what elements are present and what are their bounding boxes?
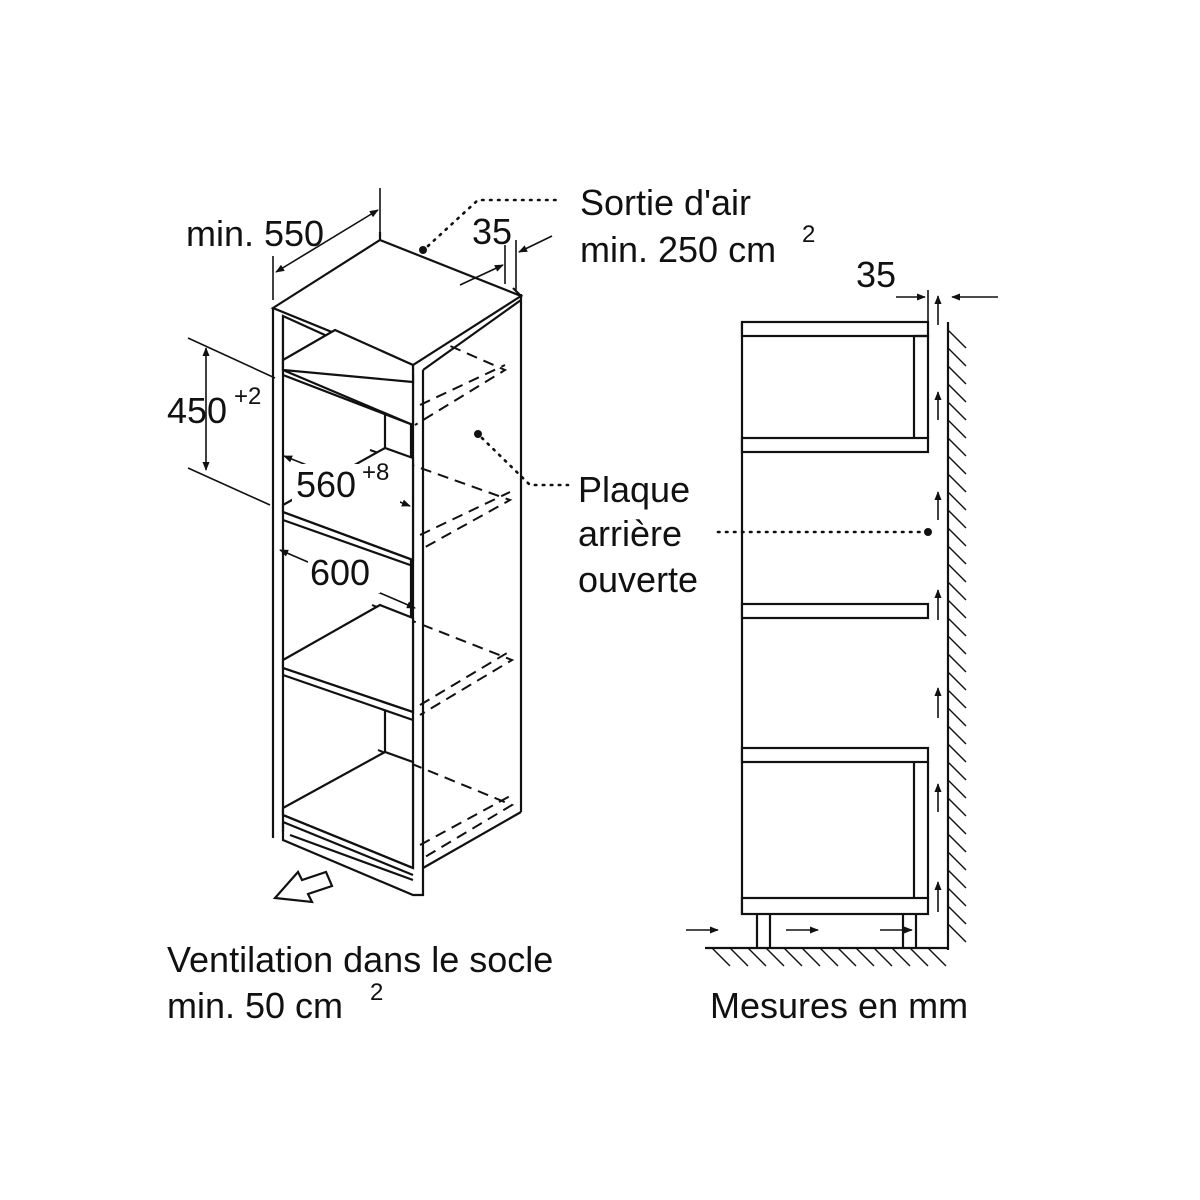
dim-35-side: 35 — [856, 254, 998, 322]
air-outlet-callout: Sortie d'air min. 250 cm 2 — [419, 182, 815, 270]
cabinet-side-view — [686, 295, 967, 967]
dim-600: 600 — [279, 549, 416, 609]
dim-450: 450 +2 — [167, 337, 276, 506]
label-600: 600 — [310, 552, 370, 593]
label-plinth-1: Ventilation dans le socle — [167, 939, 553, 980]
wall-hatching — [947, 329, 967, 943]
label-450: 450 — [167, 390, 227, 431]
label-air-outlet-2: min. 250 cm — [580, 229, 776, 270]
label-560-sup: +8 — [362, 459, 389, 486]
label-back-panel-2: arrière — [578, 513, 682, 554]
dim-min-550: min. 550 — [186, 188, 381, 300]
label-450-sup: +2 — [234, 383, 261, 410]
floor-hatching — [711, 947, 947, 967]
plinth-vent-arrow: Ventilation dans le socle min. 50 cm 2 — [167, 870, 553, 1026]
label-min-550: min. 550 — [186, 213, 324, 254]
label-plinth-2: min. 50 cm — [167, 985, 343, 1026]
back-panel-callout: Plaque arrière ouverte — [474, 430, 932, 600]
label-35-top: 35 — [472, 211, 512, 252]
label-35-side: 35 — [856, 254, 896, 295]
label-back-panel-3: ouverte — [578, 559, 698, 600]
dim-35-top: 35 — [459, 211, 553, 290]
label-back-panel-1: Plaque — [578, 469, 690, 510]
label-air-outlet-1: Sortie d'air — [580, 182, 751, 223]
dim-560: 560 +8 — [283, 455, 411, 507]
label-units: Mesures en mm — [710, 985, 968, 1026]
label-plinth-sup: 2 — [370, 979, 383, 1006]
label-air-outlet-sup: 2 — [802, 221, 815, 248]
label-560: 560 — [296, 464, 356, 505]
